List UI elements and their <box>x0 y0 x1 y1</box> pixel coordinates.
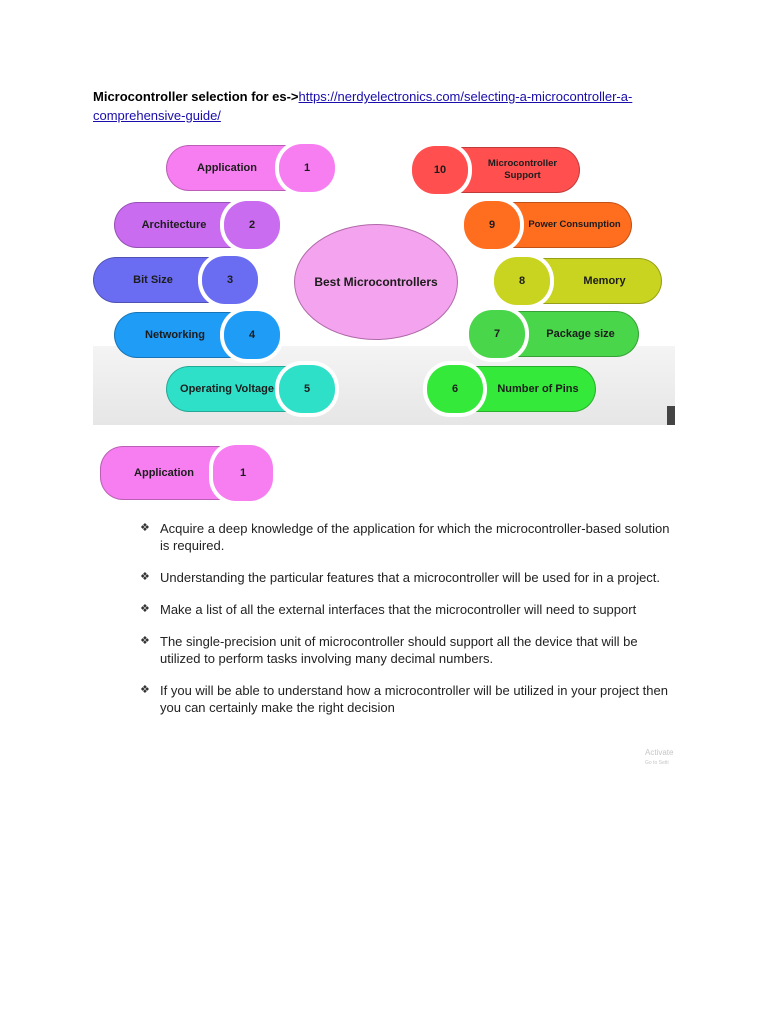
diamond-bullet-icon: ❖ <box>140 603 150 615</box>
heading-prefix: Microcontroller selection for es-> <box>93 89 299 104</box>
pill-number: 8 <box>494 257 550 305</box>
activation-watermark: Activate Go to Setti <box>645 748 673 768</box>
pill-memory: 8 Memory <box>494 257 662 305</box>
pill-bit-size: Bit Size 3 <box>93 256 258 304</box>
pill-number: 5 <box>279 365 335 413</box>
pill-architecture: Architecture 2 <box>114 201 280 249</box>
list-item: ❖ Acquire a deep knowledge of the applica… <box>140 520 680 554</box>
bullet-text: The single-precision unit of microcontro… <box>160 634 638 666</box>
center-label: Best Microcontrollers <box>314 275 438 289</box>
diamond-bullet-icon: ❖ <box>140 522 150 534</box>
application-bullet-list: ❖ Acquire a deep knowledge of the applica… <box>140 520 680 731</box>
pill-power-consumption: 9 Power Consumption <box>464 201 632 249</box>
pill-number: 7 <box>469 310 525 358</box>
guide-link[interactable]: https://nerdyelectronics.com/selecting-a… <box>93 89 633 123</box>
watermark-subline: Go to Setti <box>645 760 669 766</box>
list-item: ❖ The single-precision unit of microcontr… <box>140 633 680 667</box>
bullet-text: Acquire a deep knowledge of the applicat… <box>160 521 670 553</box>
pill-microcontroller-support: 10 Microcontroller Support <box>412 146 580 194</box>
diamond-bullet-icon: ❖ <box>140 571 150 583</box>
pill-number: 6 <box>427 365 483 413</box>
bullet-text: Understanding the particular features th… <box>160 570 661 585</box>
pill-number: 10 <box>412 146 468 194</box>
pill-label: Application <box>134 467 194 479</box>
pill-number: 1 <box>213 445 273 501</box>
pill-operating-voltage: Operating Voltage 5 <box>166 365 335 413</box>
pill-label: Memory <box>583 275 626 287</box>
diagram-edge-mark <box>667 406 675 425</box>
microcontroller-selection-diagram: Best Microcontrollers Application 1 Arch… <box>93 140 675 425</box>
pill-number: 3 <box>202 256 258 304</box>
pill-number: 9 <box>464 201 520 249</box>
diamond-bullet-icon: ❖ <box>140 684 150 696</box>
diamond-bullet-icon: ❖ <box>140 635 150 647</box>
pill-number: 2 <box>224 201 280 249</box>
pill-label: Architecture <box>141 219 207 231</box>
bullet-text: If you will be able to understand how a … <box>160 683 668 715</box>
pill-label: Package size <box>546 328 615 340</box>
center-ellipse: Best Microcontrollers <box>294 224 458 340</box>
pill-label: Number of Pins <box>497 383 579 395</box>
pill-number-of-pins: 6 Number of Pins <box>427 365 596 413</box>
pill-label: Microcontroller Support <box>487 158 558 181</box>
standalone-application-pill: Application 1 <box>100 445 273 501</box>
list-item: ❖ Make a list of all the external interfa… <box>140 601 680 618</box>
pill-number: 1 <box>279 144 335 192</box>
pill-label: Application <box>197 162 257 174</box>
watermark-line: Activate <box>645 748 674 757</box>
pill-package-size: 7 Package size <box>469 310 639 358</box>
pill-label: Networking <box>145 329 205 341</box>
list-item: ❖ If you will be able to understand how a… <box>140 682 680 716</box>
pill-networking: Networking 4 <box>114 311 280 359</box>
pill-application: Application 1 <box>166 144 335 192</box>
pill-number: 4 <box>224 311 280 359</box>
bullet-text: Make a list of all the external interfac… <box>160 602 637 617</box>
pill-label: Power Consumption <box>528 219 621 230</box>
list-item: ❖ Understanding the particular features t… <box>140 569 680 586</box>
pill-label: Bit Size <box>133 274 173 286</box>
pill-label: Operating Voltage <box>180 383 274 395</box>
page-heading: Microcontroller selection for es->https:… <box>93 87 673 125</box>
